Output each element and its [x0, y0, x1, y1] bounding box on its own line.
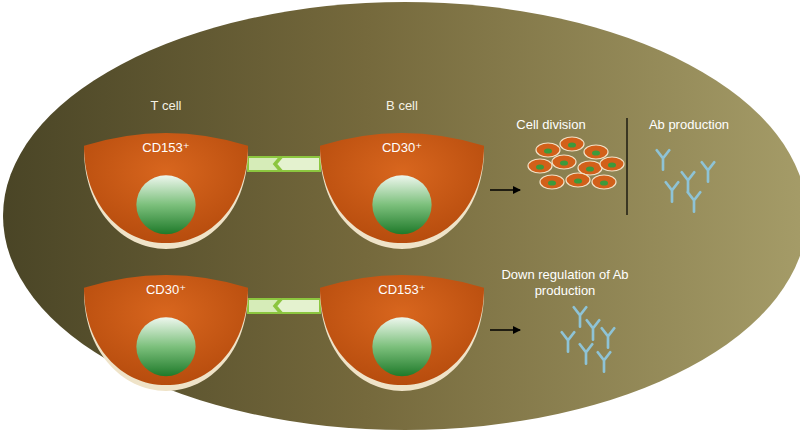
outcome-label: Down regulation of Ab production	[500, 267, 630, 298]
outcome-arrow	[490, 189, 520, 191]
small-cell	[528, 159, 552, 173]
cell: CD153⁺	[318, 268, 486, 392]
cell: B cellCD30⁺	[318, 126, 486, 250]
small-cell	[536, 143, 560, 157]
small-cell	[592, 175, 616, 189]
outcome-label: Cell division	[496, 117, 606, 133]
cell-type-label: T cell	[82, 98, 250, 113]
small-cell	[566, 173, 590, 187]
cell-cluster	[528, 137, 624, 189]
small-cell	[560, 137, 584, 151]
antibodies	[657, 150, 714, 212]
cell-type-label: B cell	[318, 98, 486, 113]
cell: CD30⁺	[82, 268, 250, 392]
receptor-ligand-pair	[248, 157, 320, 171]
small-nucleus	[608, 162, 616, 167]
cell: T cellCD153⁺	[82, 126, 250, 250]
outcome-label: Ab production	[634, 117, 744, 133]
antibodies	[562, 307, 614, 372]
marker-label: CD153⁺	[318, 282, 486, 297]
small-cell	[584, 145, 608, 159]
small-cell	[600, 157, 624, 171]
small-nucleus	[560, 160, 568, 165]
small-nucleus	[592, 150, 600, 155]
background-ellipse	[3, 2, 800, 430]
divider-line	[626, 118, 627, 215]
marker-label: CD153⁺	[82, 140, 250, 155]
outcome-arrow	[490, 329, 520, 331]
small-cell	[540, 175, 564, 189]
small-nucleus	[544, 148, 552, 153]
small-cell	[552, 155, 576, 169]
small-nucleus	[600, 180, 608, 185]
marker-label: CD30⁺	[82, 282, 250, 297]
small-nucleus	[574, 178, 582, 183]
small-nucleus	[568, 142, 576, 147]
receptor-ligand-pair	[248, 299, 320, 313]
small-nucleus	[548, 180, 556, 185]
small-nucleus	[536, 164, 544, 169]
marker-label: CD30⁺	[318, 140, 486, 155]
small-nucleus	[586, 166, 594, 171]
